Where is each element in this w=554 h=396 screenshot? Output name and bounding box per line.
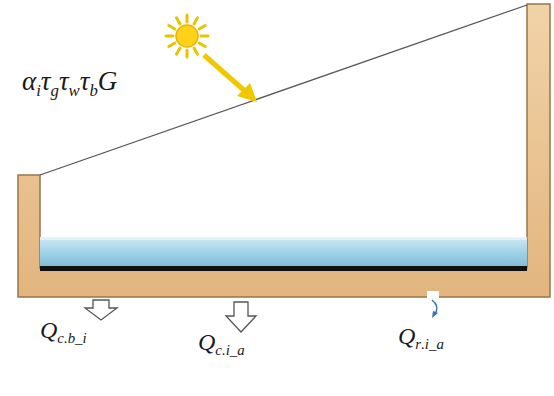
water-layer — [40, 237, 527, 268]
sun-symbol — [166, 15, 208, 57]
glass-cover — [40, 5, 527, 175]
heat-flux-label: Qc.b_i — [40, 318, 87, 346]
heat-flux-label: Qc.i_a — [198, 330, 245, 358]
basin-wall — [18, 4, 550, 297]
water-surface — [40, 237, 527, 240]
heat-flux-label: Qr.i_a — [398, 324, 444, 352]
radiation-arrow — [204, 55, 257, 102]
radiation-loss-arrow — [427, 291, 439, 318]
radiation-formula: αiτgτwτbG — [22, 68, 117, 100]
absorber-plate — [40, 266, 527, 271]
heat-loss-arrow — [85, 300, 256, 332]
